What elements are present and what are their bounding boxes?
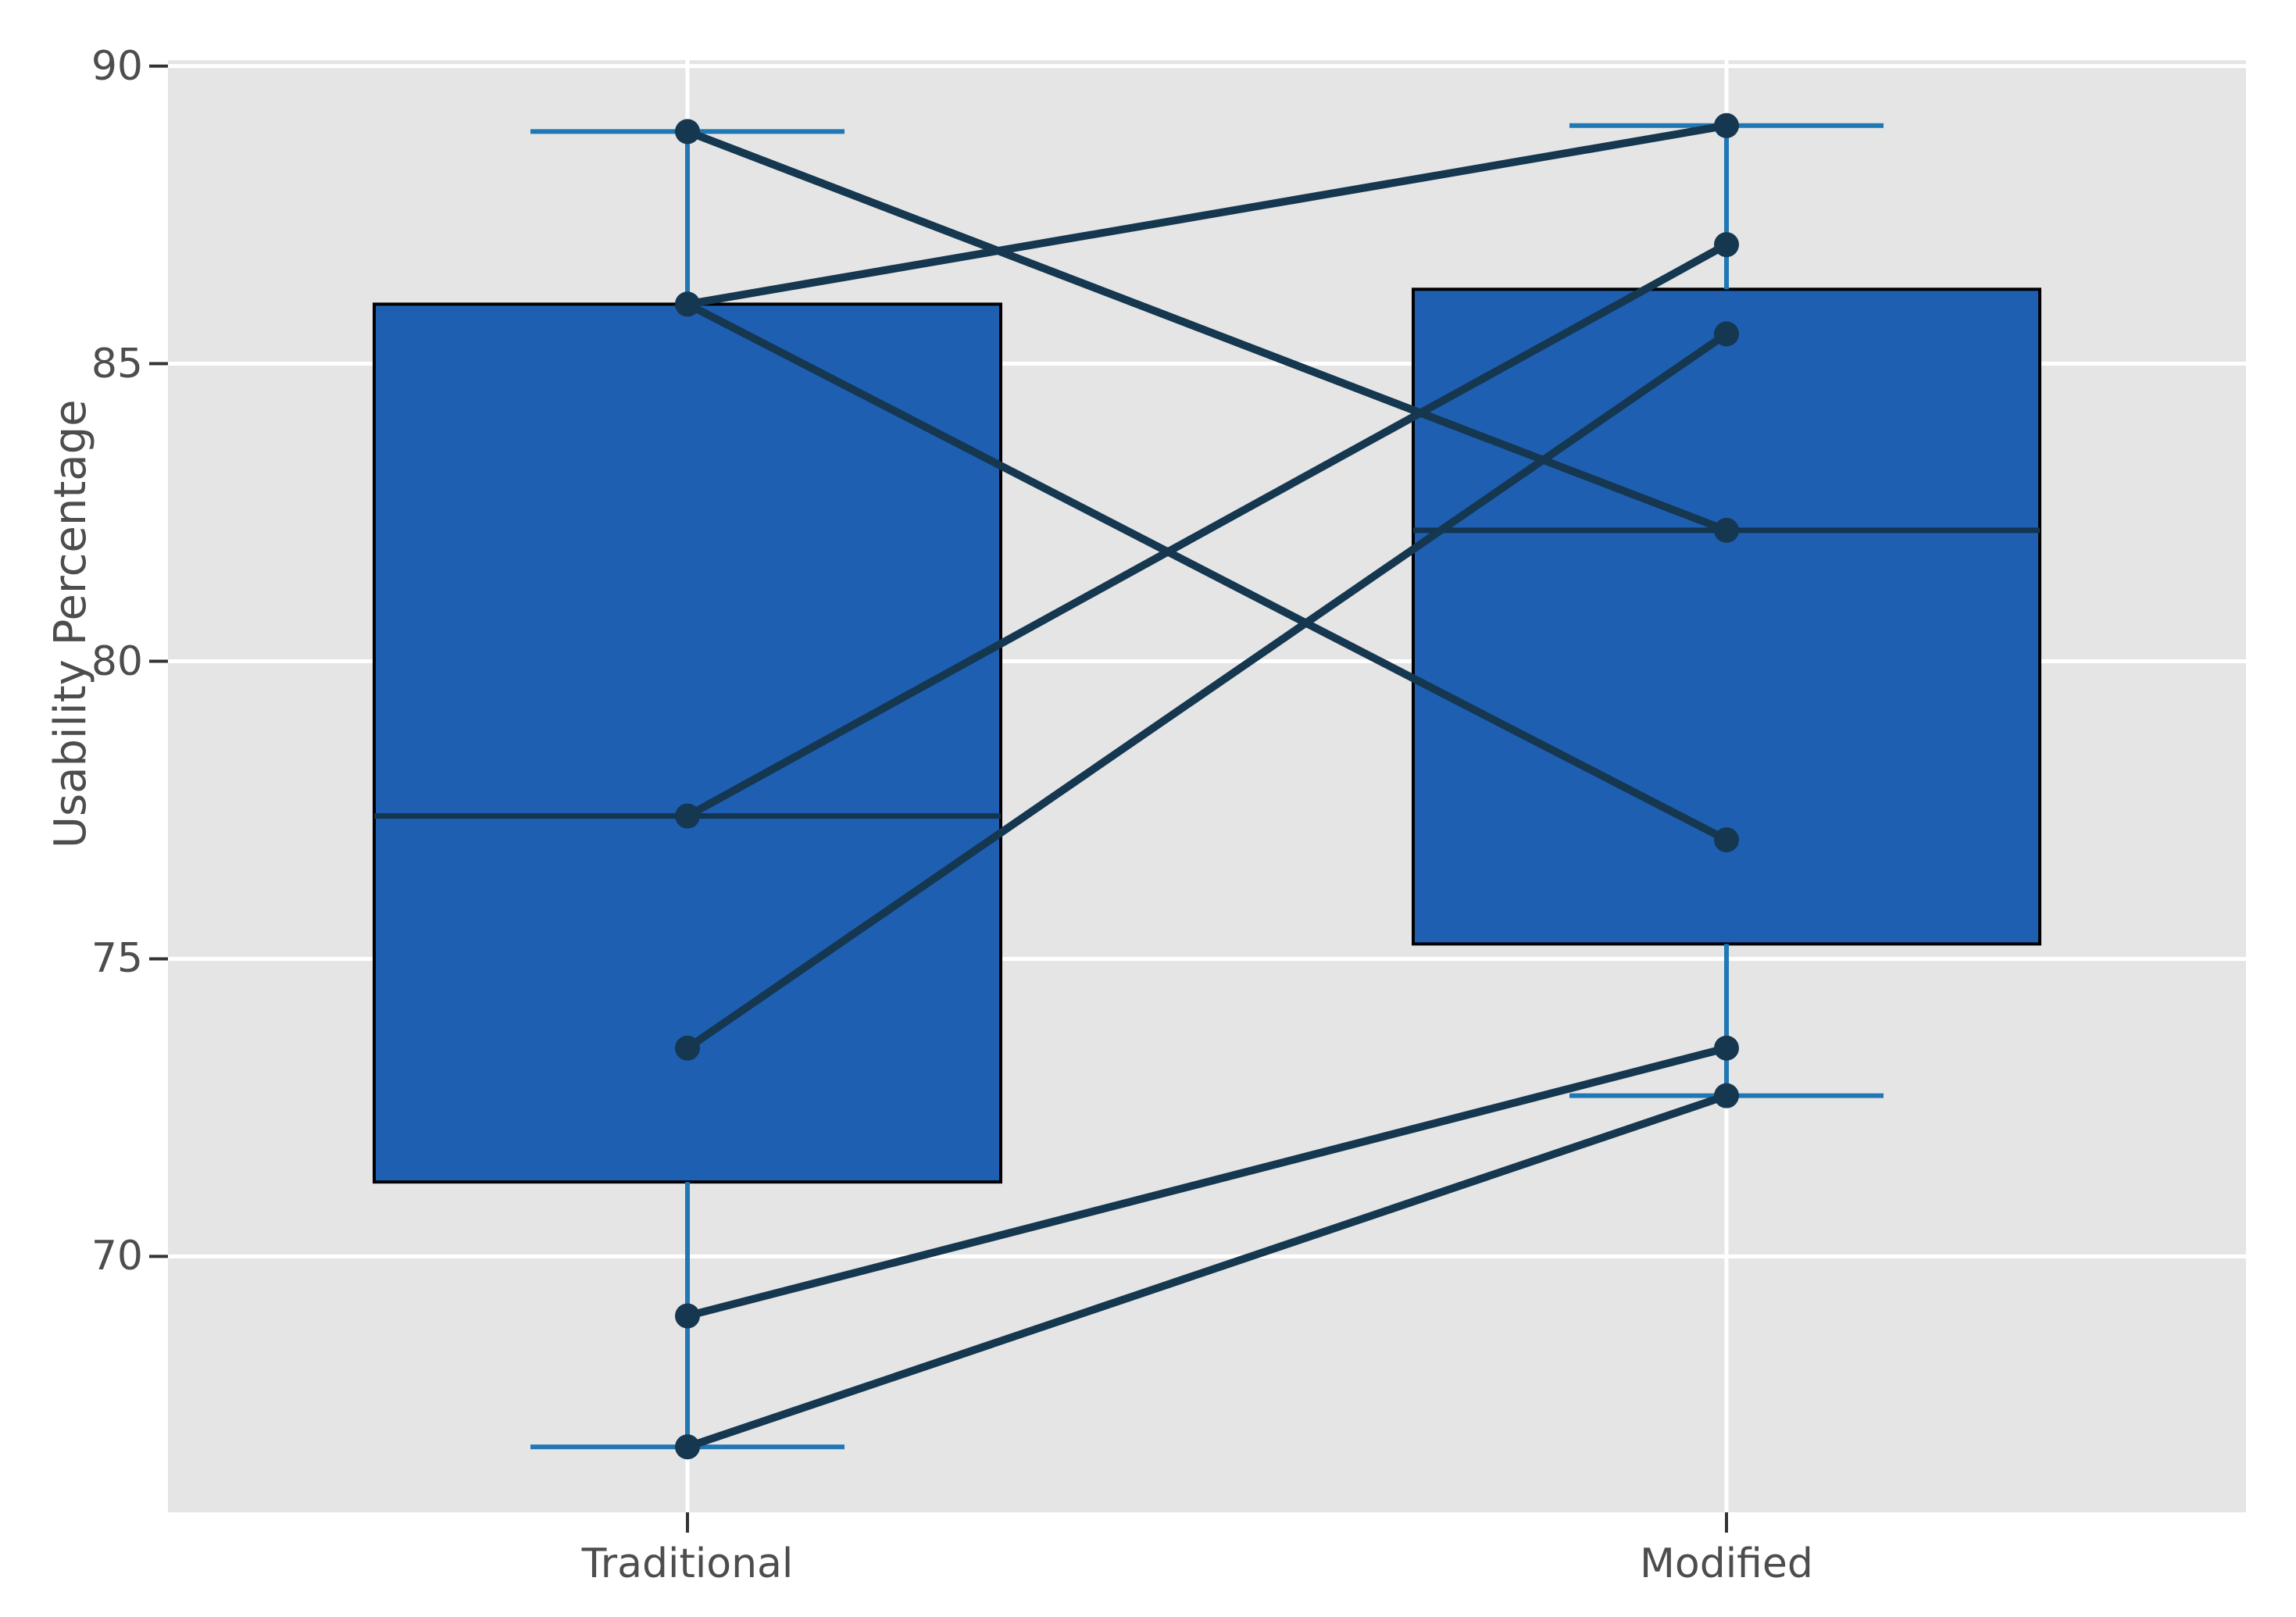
pair-line xyxy=(684,121,1730,309)
ytick-label-80: 80 xyxy=(91,637,143,685)
pair-line xyxy=(684,1044,1730,1320)
data-point xyxy=(675,291,700,317)
data-point xyxy=(1714,232,1739,258)
pair-line xyxy=(684,300,1730,844)
data-point xyxy=(675,803,700,829)
data-point xyxy=(675,1434,700,1460)
ytick-label-90: 90 xyxy=(91,42,143,90)
pair-line xyxy=(684,330,1730,1052)
data-point xyxy=(1714,517,1739,543)
data-point xyxy=(1714,1035,1739,1061)
data-point xyxy=(1714,827,1739,853)
ytick-label-75: 75 xyxy=(91,935,143,983)
data-point xyxy=(1714,112,1739,138)
ytick-label-85: 85 xyxy=(91,340,143,387)
data-point xyxy=(675,1303,700,1329)
xtick-label-traditional: Traditional xyxy=(581,1540,794,1587)
data-point xyxy=(675,1035,700,1061)
pair-line xyxy=(684,127,1730,534)
xtick-label-modified: Modified xyxy=(1640,1540,1813,1587)
data-point xyxy=(1714,321,1739,347)
y-axis-label: Usability Percentage xyxy=(45,399,96,848)
data-point xyxy=(1714,1083,1739,1108)
ytick-label-70: 70 xyxy=(91,1233,143,1280)
pair-line xyxy=(684,241,1730,820)
data-point xyxy=(675,119,700,145)
pair-line xyxy=(684,1091,1730,1451)
